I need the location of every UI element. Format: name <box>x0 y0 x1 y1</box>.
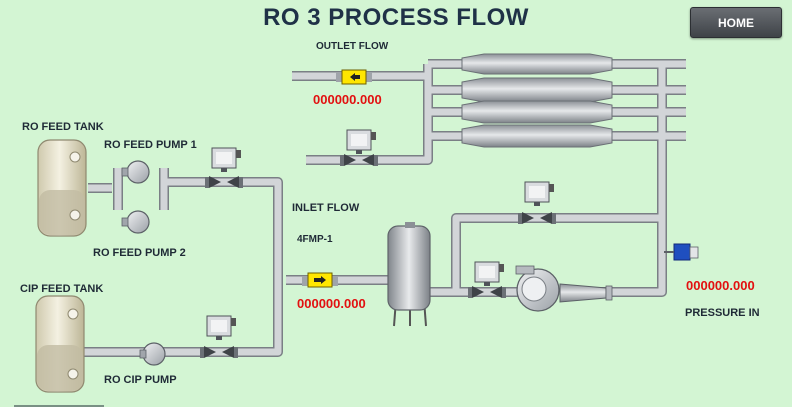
membrane-3 <box>461 100 613 124</box>
inlet-flow-value: 000000.000 <box>297 296 366 311</box>
ro-cip-pump <box>139 342 166 366</box>
ro-cip-pump-label: RO CIP PUMP <box>104 374 177 386</box>
control-valve-recycle <box>518 181 556 224</box>
home-button[interactable]: HOME <box>690 7 782 38</box>
ro-feed-pump-1 <box>121 160 150 184</box>
control-valve-hp-suction <box>468 261 506 298</box>
control-valve-outlet <box>340 129 378 166</box>
storage-vessel <box>387 222 431 327</box>
cip-feed-tank <box>35 295 85 393</box>
ro-feed-tank <box>37 139 87 237</box>
membrane-4 <box>461 124 613 148</box>
control-valve-feed <box>205 147 243 188</box>
outlet-flow-meter <box>336 69 372 85</box>
inlet-meter-tag: 4FMP-1 <box>297 234 333 245</box>
control-valve-cip <box>200 315 238 358</box>
ro-feed-pump-2-label: RO FEED PUMP 2 <box>93 247 186 259</box>
cip-feed-tank-label: CIP FEED TANK <box>20 283 104 295</box>
ro-feed-tank-label: RO FEED TANK <box>22 121 104 133</box>
membrane-1 <box>461 53 613 75</box>
pressure-in-label: PRESSURE IN <box>685 307 760 319</box>
outlet-flow-label: OUTLET FLOW <box>316 41 389 52</box>
inlet-flow-label: INLET FLOW <box>292 202 360 214</box>
membrane-2 <box>461 77 613 103</box>
pressure-transmitter <box>664 243 699 261</box>
ro-feed-pump-1-label: RO FEED PUMP 1 <box>104 139 197 151</box>
ro-feed-pump-2 <box>121 210 150 234</box>
high-pressure-pump <box>515 265 613 312</box>
page-title: RO 3 PROCESS FLOW <box>263 4 529 31</box>
outlet-flow-value: 000000.000 <box>313 92 382 107</box>
membrane-stack <box>461 53 613 148</box>
inlet-flow-meter <box>302 272 338 288</box>
pressure-in-value: 000000.000 <box>686 278 755 293</box>
